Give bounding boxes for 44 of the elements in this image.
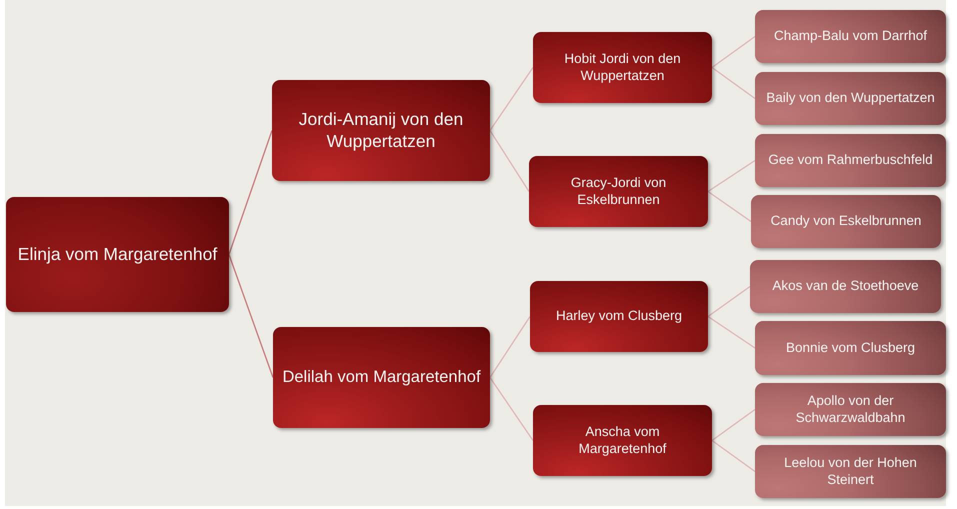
dog-name: Harley vom Clusberg xyxy=(556,308,682,325)
dog-name: Gee vom Rahmerbuschfeld xyxy=(768,152,933,169)
connector-line xyxy=(489,377,534,441)
dog-name: Anscha vom Margaretenhof xyxy=(578,424,668,457)
pedigree-box xyxy=(755,10,946,63)
pedigree-box xyxy=(755,134,946,187)
connector-line xyxy=(712,66,756,100)
connector-line xyxy=(708,190,752,222)
dog-name: Hobit Jordi von den Wuppertatzen xyxy=(563,51,682,84)
pedigree-box xyxy=(750,260,941,313)
dog-name: Elinja vom Margaretenhof xyxy=(18,244,218,266)
dog-name: Apollo von der Schwarzwaldbahn xyxy=(794,393,906,426)
connector-line xyxy=(708,316,756,349)
dog-name: Leelou von der Hohen Steinert xyxy=(783,455,918,488)
pedigree-box xyxy=(755,72,946,125)
pedigree-box xyxy=(755,321,946,375)
connector-line xyxy=(489,316,531,378)
pedigree-box xyxy=(755,383,946,436)
connector-line xyxy=(228,254,274,378)
dog-name: Candy von Eskelbrunnen xyxy=(770,213,922,230)
pedigree-box xyxy=(755,445,946,498)
pedigree-box xyxy=(533,32,712,103)
pedigree-box xyxy=(751,195,941,248)
pedigree-box xyxy=(529,156,708,227)
dog-name: Champ-Balu vom Darrhof xyxy=(774,28,928,45)
dog-name: Jordi-Amanij von den Wuppertatzen xyxy=(298,109,464,152)
connector-line xyxy=(489,130,530,192)
connector-line xyxy=(708,286,750,318)
connector-line xyxy=(708,160,756,192)
dog-name: Delilah vom Margaretenhof xyxy=(282,367,481,388)
connector-line xyxy=(489,67,534,131)
pedigree-box xyxy=(530,281,708,352)
dog-name: Akos van de Stoethoeve xyxy=(772,278,919,295)
pedigree-box xyxy=(533,405,712,476)
pedigree-box xyxy=(273,327,490,428)
connector-line xyxy=(712,440,756,472)
dog-name: Bonnie vom Clusberg xyxy=(786,340,916,356)
connector-line xyxy=(712,36,756,68)
connector-line xyxy=(712,408,756,442)
connector-line xyxy=(228,130,273,255)
pedigree-box xyxy=(272,80,490,181)
dog-name: Gracy-Jordi von Eskelbrunnen xyxy=(570,175,668,208)
pedigree-box xyxy=(6,197,229,312)
dog-name: Baily von den Wuppertatzen xyxy=(766,90,935,107)
